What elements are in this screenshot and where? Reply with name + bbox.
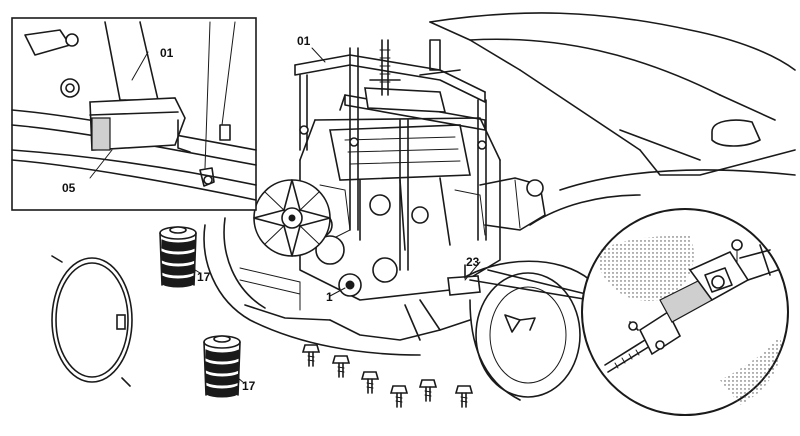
retaining-ring bbox=[51, 255, 133, 387]
inset-detail bbox=[11, 17, 257, 211]
engine-mount-upper bbox=[159, 226, 197, 288]
label-mount-17-lower: 17 bbox=[242, 379, 256, 393]
label-inset-part-01: 01 bbox=[160, 46, 174, 60]
label-mount-17-upper: 17 bbox=[197, 270, 211, 284]
label-frame-01: 01 bbox=[297, 34, 311, 48]
lifting-frame bbox=[294, 39, 487, 271]
cooling-fan bbox=[253, 179, 331, 257]
bolt-set bbox=[301, 344, 474, 408]
bolt bbox=[418, 379, 438, 402]
label-inset-part-05: 05 bbox=[62, 181, 76, 195]
label-part-23: 23 bbox=[466, 255, 480, 269]
bolt bbox=[331, 355, 351, 378]
engine-assembly bbox=[299, 117, 546, 341]
magnified-detail bbox=[469, 208, 789, 416]
bolt bbox=[389, 385, 409, 408]
car-body bbox=[203, 12, 796, 401]
bolt bbox=[301, 344, 321, 367]
leader-lines bbox=[89, 47, 481, 384]
label-part-1: 1 bbox=[326, 290, 333, 304]
bolt bbox=[454, 385, 474, 408]
bolt bbox=[360, 371, 380, 394]
engine-mount-lower bbox=[203, 335, 241, 398]
